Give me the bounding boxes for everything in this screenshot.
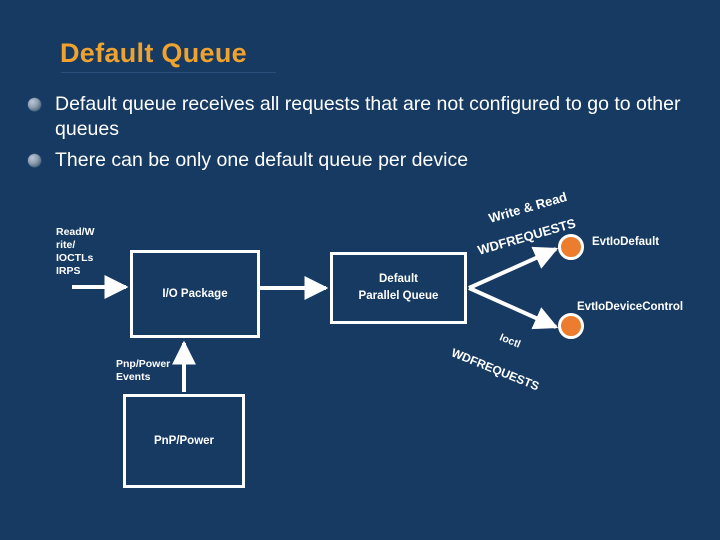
bullet-item: There can be only one default queue per … (28, 148, 700, 173)
label-pnp-power-events: Pnp/Power Events (116, 358, 171, 383)
bullet-text: Default queue receives all requests that… (55, 93, 681, 140)
bullet-sphere-icon (28, 154, 41, 167)
box-default-parallel-queue: Default Parallel Queue (330, 252, 467, 324)
arrow-default-queue-to-evtiodevicecontrol (468, 286, 559, 330)
callout-label-evtiodefault: EvtIoDefault (592, 236, 660, 248)
box-default-queue-line2: Parallel Queue (358, 290, 439, 302)
box-default-queue-line1: Default (379, 273, 418, 285)
title-underline (61, 72, 276, 73)
callout-dot-evtiodevicecontrol (558, 313, 584, 339)
label-read-write-ioctls-irps: Read/W rite/ IOCTLs IRPS (56, 226, 95, 277)
bullet-sphere-icon (28, 98, 41, 111)
callout-dot-evtiodefault (558, 234, 584, 260)
box-pnp-power: PnP/Power (123, 394, 245, 488)
bullet-text: There can be only one default queue per … (55, 149, 469, 171)
box-io-package: I/O Package (130, 250, 260, 338)
box-io-package-label: I/O Package (162, 287, 228, 300)
page-title: Default Queue (60, 38, 247, 68)
bullet-item: Default queue receives all requests that… (28, 92, 700, 142)
callout-label-evtiodevicecontrol: EvtIoDeviceControl (577, 301, 684, 313)
arrow-default-queue-to-evtiodefault (468, 246, 559, 290)
box-pnp-power-label: PnP/Power (153, 434, 215, 447)
